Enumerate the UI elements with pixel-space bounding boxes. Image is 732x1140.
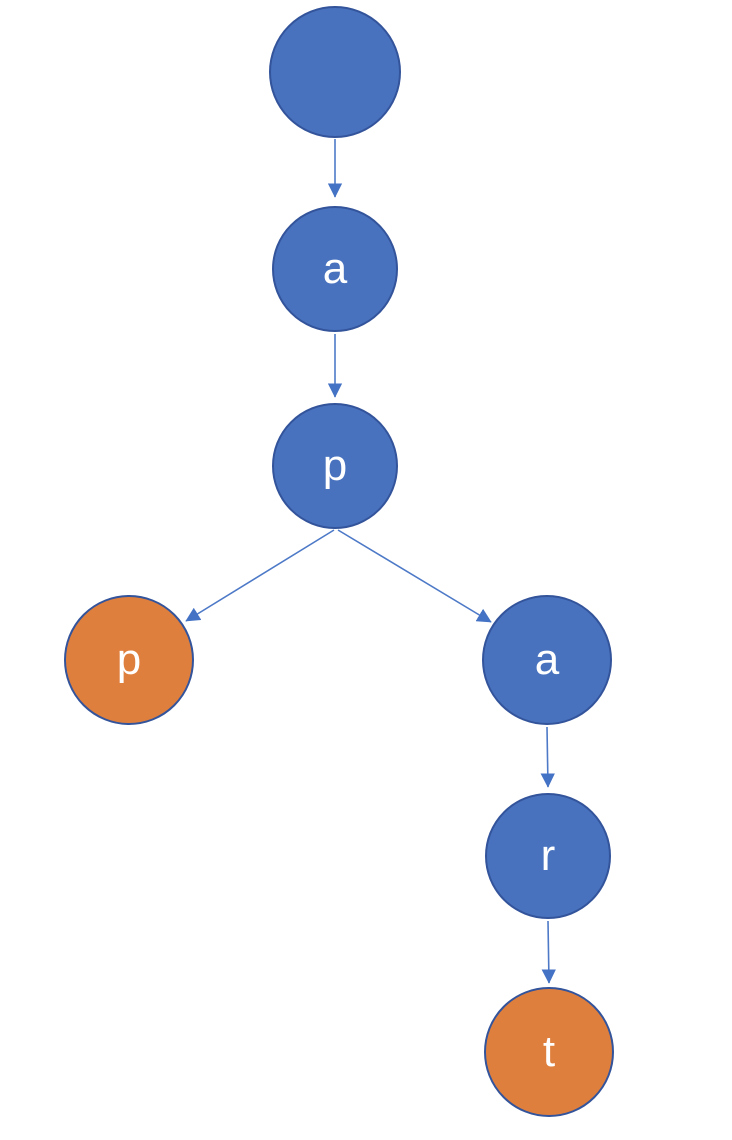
node-label: r: [540, 831, 556, 880]
node-label: p: [116, 635, 142, 684]
tree-node-p-terminal: p: [64, 595, 194, 725]
tree-node-p-level2: p: [272, 403, 398, 529]
node-label: a: [534, 635, 560, 684]
edge-p1-p2: [185, 529, 335, 622]
node-label: a: [322, 244, 348, 293]
tree-node-t-terminal: t: [484, 987, 614, 1117]
tree-node-a-level1: a: [272, 206, 398, 332]
tree-node-a-level3: a: [482, 595, 612, 725]
node-label: p: [322, 441, 348, 490]
node-label: t: [542, 1027, 556, 1076]
edge-r-t: [541, 920, 556, 984]
edge-p1-a2: [337, 529, 492, 623]
tree-node-r-level4: r: [485, 793, 611, 919]
tree-node-root: [269, 6, 401, 138]
edge-a2-r: [540, 726, 555, 788]
